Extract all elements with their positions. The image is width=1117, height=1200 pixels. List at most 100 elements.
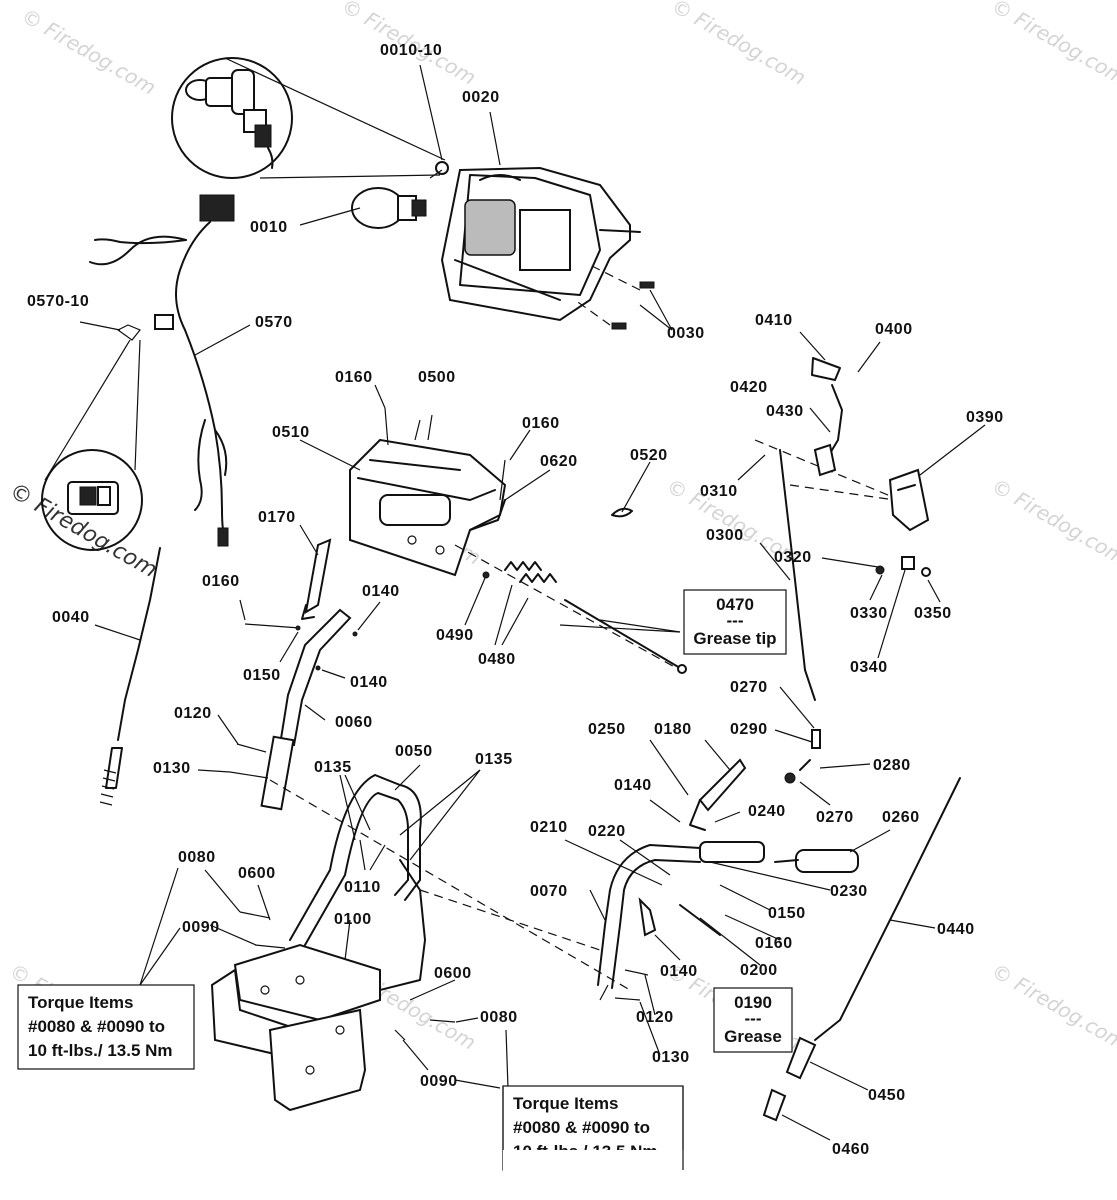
label-0600: 0600 (434, 965, 472, 982)
label-0490: 0490 (436, 627, 474, 644)
rod-0200 (679, 904, 721, 936)
label-0030: 0030 (667, 325, 705, 342)
label-0160: 0160 (335, 369, 373, 386)
bolt-0080 (429, 1019, 456, 1023)
label-0230: 0230 (830, 883, 868, 900)
label-0120: 0120 (636, 1009, 674, 1026)
callout-torque-bottom: Torque Items #0080 & #0090 to 10 ft-lbs.… (502, 1085, 685, 1200)
label-0510: 0510 (272, 424, 310, 441)
label-0110: 0110 (344, 879, 381, 896)
label-0220: 0220 (588, 823, 626, 840)
bolt-0130 (229, 771, 269, 779)
washer-0350 (921, 567, 931, 577)
label-0130: 0130 (153, 760, 191, 777)
label-0270: 0270 (730, 679, 768, 696)
knob-0410 (811, 357, 841, 381)
clip-0520 (611, 507, 633, 518)
wire-harness-0570 (89, 194, 235, 547)
label-0160: 0160 (755, 935, 793, 952)
label-0135: 0135 (314, 759, 352, 776)
label-0090: 0090 (182, 919, 220, 936)
label-0140: 0140 (660, 963, 698, 980)
label-0280: 0280 (873, 757, 911, 774)
watermark: © Firedog.com (988, 474, 1117, 570)
label-0180: 0180 (654, 721, 692, 738)
bolt-0080 (239, 911, 271, 919)
label-0140: 0140 (614, 777, 652, 794)
label-0270: 0270 (816, 809, 854, 826)
label-0570: 0570 (255, 314, 293, 331)
shift-linkage (779, 449, 821, 784)
label-0600: 0600 (238, 865, 276, 882)
headlight-0010 (351, 161, 449, 229)
label-0090: 0090 (420, 1073, 458, 1090)
label-0140: 0140 (362, 583, 400, 600)
label-0080: 0080 (480, 1009, 518, 1026)
watermark: © Firedog.com (18, 4, 160, 100)
bolt-0090 (254, 944, 286, 949)
label-0250: 0250 (588, 721, 626, 738)
label-0260: 0260 (882, 809, 920, 826)
label-0450: 0450 (868, 1087, 906, 1104)
label-0080: 0080 (178, 849, 216, 866)
callout-note: Grease (724, 1027, 782, 1046)
label-0160: 0160 (522, 415, 560, 432)
leader-0030 (574, 299, 611, 326)
label-0400: 0400 (875, 321, 913, 338)
label-0320: 0320 (774, 549, 812, 566)
label-0060: 0060 (335, 714, 373, 731)
shaft-end (677, 664, 687, 674)
label-0520: 0520 (630, 447, 668, 464)
label-0160: 0160 (202, 573, 240, 590)
label-0210: 0210 (530, 819, 568, 836)
label-0150: 0150 (768, 905, 806, 922)
leader-lines (79, 64, 986, 1141)
fuse-detail-lead (44, 339, 131, 481)
callout-grease: 0190 --- Grease (713, 987, 793, 1053)
label-0310: 0310 (700, 483, 738, 500)
bracket-0390 (888, 468, 930, 532)
screw-0160 (384, 407, 389, 446)
label-0170: 0170 (258, 509, 296, 526)
watermark: © Firedog.com (988, 0, 1117, 90)
label-0620: 0620 (540, 453, 578, 470)
label-0480: 0480 (478, 651, 516, 668)
label-0290: 0290 (730, 721, 768, 738)
handle-0050 (289, 774, 426, 991)
callout-note: Grease tip (693, 629, 776, 648)
assembly-line (454, 544, 681, 671)
torque-line1: Torque Items (513, 1094, 618, 1113)
label-0050: 0050 (395, 743, 433, 760)
label-0410: 0410 (755, 312, 793, 329)
headlight-detail-circle (171, 57, 446, 179)
label-0140: 0140 (350, 674, 388, 691)
label-0500: 0500 (418, 369, 456, 386)
label-0430: 0430 (766, 403, 804, 420)
label-0200: 0200 (740, 962, 778, 979)
callout-torque-left: Torque Items #0080 & #0090 to 10 ft-lbs.… (17, 984, 195, 1070)
chute-rod-0440 (762, 777, 961, 1122)
cable-0040 (99, 547, 161, 806)
console-bracket-0510 (349, 438, 507, 577)
callout-sep: --- (727, 611, 744, 630)
lever-0180 (689, 758, 747, 831)
torque-line3: 10 ft-lbs./ 13.5 Nm (28, 1041, 173, 1060)
label-0135: 0135 (475, 751, 513, 768)
label-0040: 0040 (52, 609, 90, 626)
bracket (813, 443, 837, 477)
bracket-0210 (638, 897, 657, 937)
handle-0070 (597, 841, 859, 989)
label-0390: 0390 (966, 409, 1004, 426)
callout-grease-tip: 0470 --- Grease tip (683, 589, 787, 655)
dash-cover-0020 (440, 166, 641, 322)
bolt-0090 (394, 1029, 406, 1041)
alignment-line (789, 484, 896, 501)
torque-line2: #0080 & #0090 to (28, 1017, 165, 1036)
springs-0480 (504, 561, 557, 583)
label-0010-10: 0010-10 (380, 42, 442, 59)
label-0120: 0120 (174, 705, 212, 722)
label-0240: 0240 (748, 803, 786, 820)
label-0330: 0330 (850, 605, 888, 622)
frame-plates (210, 943, 381, 1112)
